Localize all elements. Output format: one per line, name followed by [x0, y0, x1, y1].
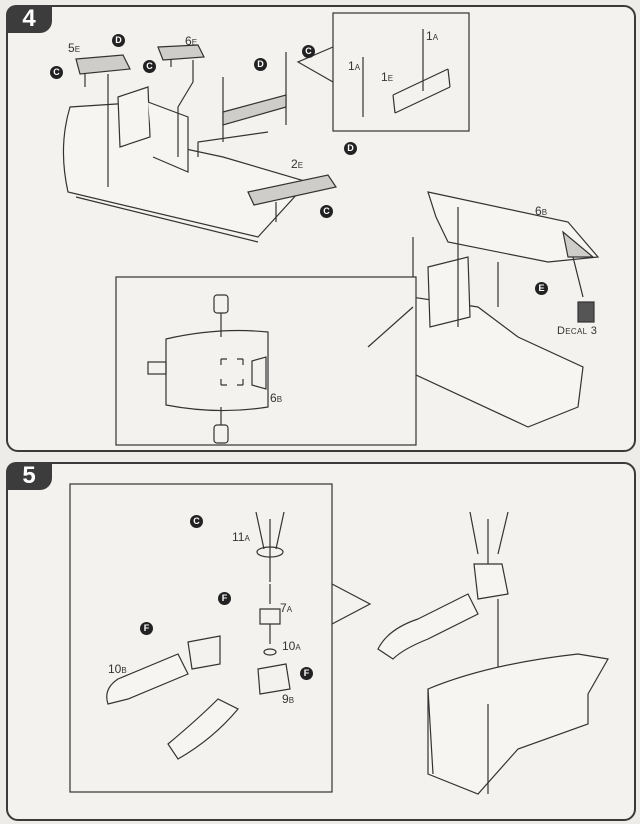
step-4-panel: 4 — [6, 5, 636, 452]
part-label-10b: 10B — [108, 662, 127, 676]
part-label-2e: 2E — [291, 157, 304, 171]
callout-sprue-d: D — [112, 34, 125, 47]
part-label-9b: 9B — [282, 692, 295, 706]
step-5-panel: 5 C F F F 11A 7A 10A 10B 9B — [6, 462, 636, 821]
callout-sprue-f: F — [300, 667, 313, 680]
callout-sprue-c: C — [143, 60, 156, 73]
part-label-6b: 6B — [535, 204, 548, 218]
callout-sprue-f: F — [140, 622, 153, 635]
callout-sprue-d: D — [344, 142, 357, 155]
callout-sprue-c: C — [320, 205, 333, 218]
part-label-10a: 10A — [282, 639, 301, 653]
part-label-11a: 11A — [232, 530, 250, 544]
part-label-7a: 7A — [280, 601, 293, 615]
callout-sprue-c: C — [302, 45, 315, 58]
part-label-6b-detail: 6B — [270, 391, 283, 405]
step-5-diagram — [69, 483, 609, 795]
callout-sprue-c: C — [50, 66, 63, 79]
callout-sprue-e: E — [535, 282, 548, 295]
part-label-5e: 5E — [68, 41, 81, 55]
step-number-badge: 4 — [6, 5, 52, 33]
part-label-1a-left: 1A — [348, 59, 361, 73]
part-label-6e: 6E — [185, 34, 198, 48]
callout-sprue-d: D — [254, 58, 267, 71]
decal-label: Decal 3 — [557, 325, 598, 337]
callout-sprue-f: F — [218, 592, 231, 605]
step-number-badge: 5 — [6, 462, 52, 490]
callout-sprue-c: C — [190, 515, 203, 528]
step-4-diagram — [62, 12, 600, 446]
part-label-1a-right: 1A — [426, 29, 439, 43]
part-label-1e: 1E — [381, 70, 394, 84]
